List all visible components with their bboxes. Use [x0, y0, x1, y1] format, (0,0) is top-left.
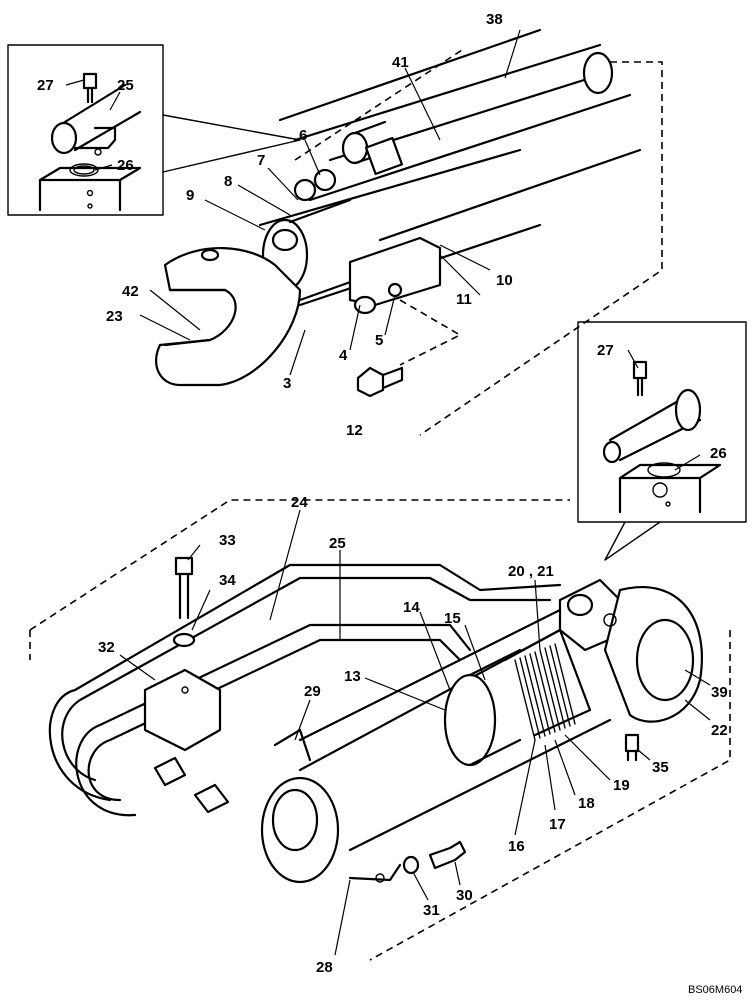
callout-11: 11 [456, 291, 472, 308]
callout-18: 18 [578, 795, 595, 812]
callout-25-inset: 25 [117, 77, 134, 94]
callout-27-inset-right: 27 [597, 342, 614, 359]
callout-27-inset: 27 [37, 77, 54, 94]
callout-26-inset: 26 [117, 157, 134, 174]
callout-33: 33 [219, 532, 236, 549]
callout-10: 10 [496, 272, 513, 289]
cylinder-tube-assembly [48, 509, 711, 956]
lower-assembly-boundary [29, 499, 731, 961]
callout-16: 16 [508, 838, 525, 855]
callout-39: 39 [711, 684, 728, 701]
callout-28: 28 [316, 959, 333, 976]
callout-9: 9 [186, 187, 194, 204]
callout-42: 42 [122, 283, 139, 300]
callout-4: 4 [339, 347, 348, 364]
callout-6: 6 [299, 127, 307, 144]
callout-41: 41 [392, 54, 409, 71]
callout-19: 19 [613, 777, 630, 794]
callout-32: 32 [98, 639, 115, 656]
callout-8: 8 [224, 173, 232, 190]
inset-detail-top-left [7, 44, 301, 216]
inset-detail-right [577, 321, 747, 561]
callout-38: 38 [486, 11, 503, 28]
rod-end-assembly [139, 28, 642, 398]
callout-12: 12 [346, 422, 363, 439]
callout-labels: 38 41 27 25 26 6 7 8 9 10 11 42 23 5 4 3… [37, 11, 728, 976]
callout-14: 14 [403, 599, 420, 616]
callout-13: 13 [344, 668, 361, 685]
callout-20-21: 20 , 21 [508, 563, 554, 580]
callout-30: 30 [456, 887, 473, 904]
callout-26-inset-right: 26 [710, 445, 727, 462]
callout-5: 5 [375, 332, 383, 349]
callout-15: 15 [444, 610, 461, 627]
callout-3: 3 [283, 375, 291, 392]
callout-17: 17 [549, 816, 566, 833]
drawing-code: BS06M604 [688, 984, 742, 996]
callout-23: 23 [106, 308, 123, 325]
callout-29: 29 [304, 683, 321, 700]
callout-25: 25 [329, 535, 346, 552]
callout-34: 34 [219, 572, 236, 589]
callout-7: 7 [257, 152, 265, 169]
upper-assembly-boundary [294, 49, 663, 436]
callout-24: 24 [291, 494, 308, 511]
callout-22: 22 [711, 722, 728, 739]
callout-35: 35 [652, 759, 669, 776]
callout-31: 31 [423, 902, 440, 919]
